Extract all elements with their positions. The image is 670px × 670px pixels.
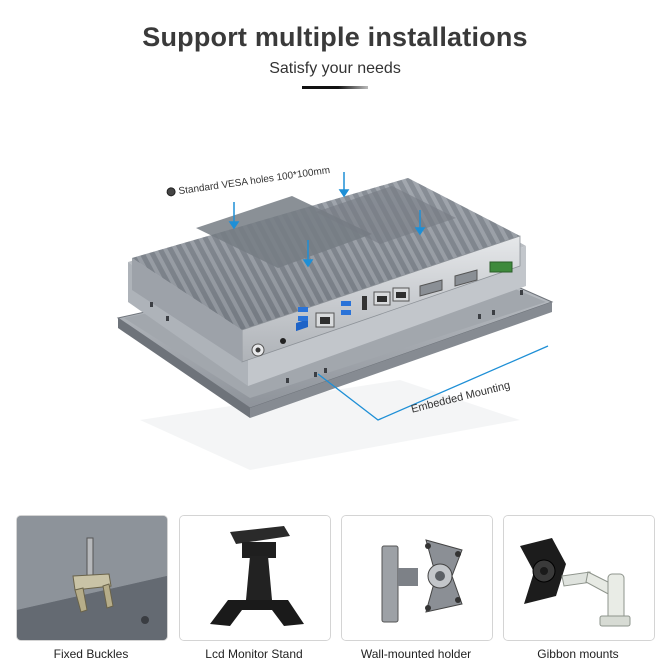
bullet-icon	[166, 186, 177, 197]
mount-card-gibbon	[503, 515, 655, 641]
mount-label-wall-holder: Wall-mounted holder	[360, 647, 472, 661]
mount-card-wall-holder	[341, 515, 493, 641]
wall-mount-photo-icon	[342, 516, 492, 640]
gibbon-arm-photo-icon	[504, 516, 654, 640]
page-title: Support multiple installations	[142, 22, 528, 52]
page-subtitle: Satisfy your needs	[269, 60, 401, 77]
title-underline	[302, 86, 368, 89]
vesa-arrows	[228, 172, 426, 268]
mount-card-fixed-buckles	[16, 515, 168, 641]
io-ports	[251, 261, 513, 357]
mount-options-row	[16, 515, 656, 641]
mount-label-lcd-stand: Lcd Monitor Stand	[205, 647, 303, 661]
embedded-callout-line	[317, 345, 549, 421]
mount-label-gibbon: Gibbon mounts	[537, 647, 619, 661]
mount-card-lcd-stand	[179, 515, 331, 641]
mount-label-fixed-buckles: Fixed Buckles	[53, 647, 129, 661]
fixed-buckle-photo-icon	[17, 516, 167, 640]
monitor-stand-photo-icon	[180, 516, 330, 640]
panel-pc-illustration	[116, 172, 554, 470]
